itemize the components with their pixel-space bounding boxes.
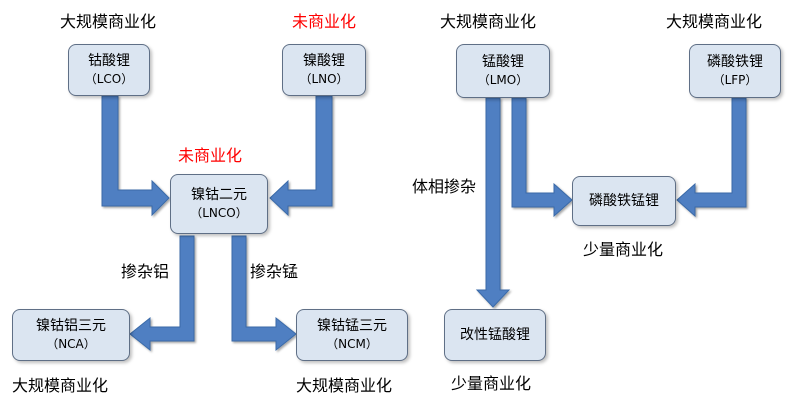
- node-lmfp-name: 磷酸铁锰锂: [589, 192, 659, 209]
- node-lnco-abbr: （LNCO）: [190, 206, 248, 220]
- node-lfp-abbr: （LFP）: [712, 73, 758, 87]
- node-ncm: 镍钴锰三元 （NCM）: [296, 309, 408, 361]
- node-lmo-abbr: （LMO）: [477, 73, 529, 87]
- lmo-status-label: 大规模商业化: [440, 12, 537, 31]
- node-ncm-abbr: （NCM）: [326, 337, 378, 351]
- node-lco-name: 钴酸锂: [88, 53, 130, 69]
- node-lno-abbr: （LNO）: [299, 72, 349, 86]
- arrow-lco-to-lnco: [101, 95, 170, 217]
- node-lco-abbr: （LCO）: [84, 72, 134, 86]
- node-lfp-name: 磷酸铁锂: [707, 54, 763, 70]
- node-lco: 钴酸锂 （LCO）: [68, 44, 150, 96]
- node-ncm-name: 镍钴锰三元: [317, 318, 387, 334]
- lco-status-label: 大规模商业化: [60, 12, 157, 31]
- nca-status-label: 大规模商业化: [12, 376, 109, 395]
- lmfp-status-label: 少量商业化: [583, 240, 664, 259]
- node-lno-name: 镍酸锂: [303, 53, 345, 69]
- node-modified-lmo: 改性锰酸锂: [444, 309, 546, 361]
- arrow-lmo-to-modified-lmo: [475, 97, 511, 308]
- edge-label-dope-al: 掺杂铝: [121, 262, 170, 281]
- arrow-lfp-to-lmfp: [676, 97, 747, 218]
- modified-lmo-status-label: 少量商业化: [451, 374, 532, 393]
- arrow-lnco-to-ncm: [231, 235, 297, 352]
- node-lnco-name: 镍钴二元: [191, 187, 247, 203]
- node-lno: 镍酸锂 （LNO）: [282, 44, 366, 96]
- node-modified-lmo-name: 改性锰酸锂: [460, 326, 530, 343]
- edge-label-dope-mn: 掺杂锰: [250, 262, 299, 281]
- node-lmo-name: 锰酸锂: [482, 54, 524, 70]
- lno-status-label: 未商业化: [292, 12, 357, 31]
- node-lnco: 镍钴二元 （LNCO）: [170, 174, 268, 234]
- node-lmo: 锰酸锂 （LMO）: [456, 44, 550, 98]
- node-nca-name: 镍钴铝三元: [36, 318, 106, 334]
- lfp-status-label: 大规模商业化: [666, 12, 763, 31]
- ncm-status-label: 大规模商业化: [296, 376, 393, 395]
- node-lfp: 磷酸铁锂 （LFP）: [689, 44, 781, 98]
- node-nca: 镍钴铝三元 （NCA）: [12, 309, 130, 361]
- lnco-status-label: 未商业化: [178, 146, 243, 165]
- arrow-lmo-to-lmfp: [511, 97, 573, 218]
- edge-label-bulk-doping: 体相掺杂: [412, 177, 477, 196]
- node-nca-abbr: （NCA）: [46, 337, 96, 351]
- arrow-lno-to-lnco: [269, 95, 333, 217]
- arrow-lnco-to-nca: [129, 235, 195, 352]
- node-lmfp: 磷酸铁锰锂: [572, 176, 676, 226]
